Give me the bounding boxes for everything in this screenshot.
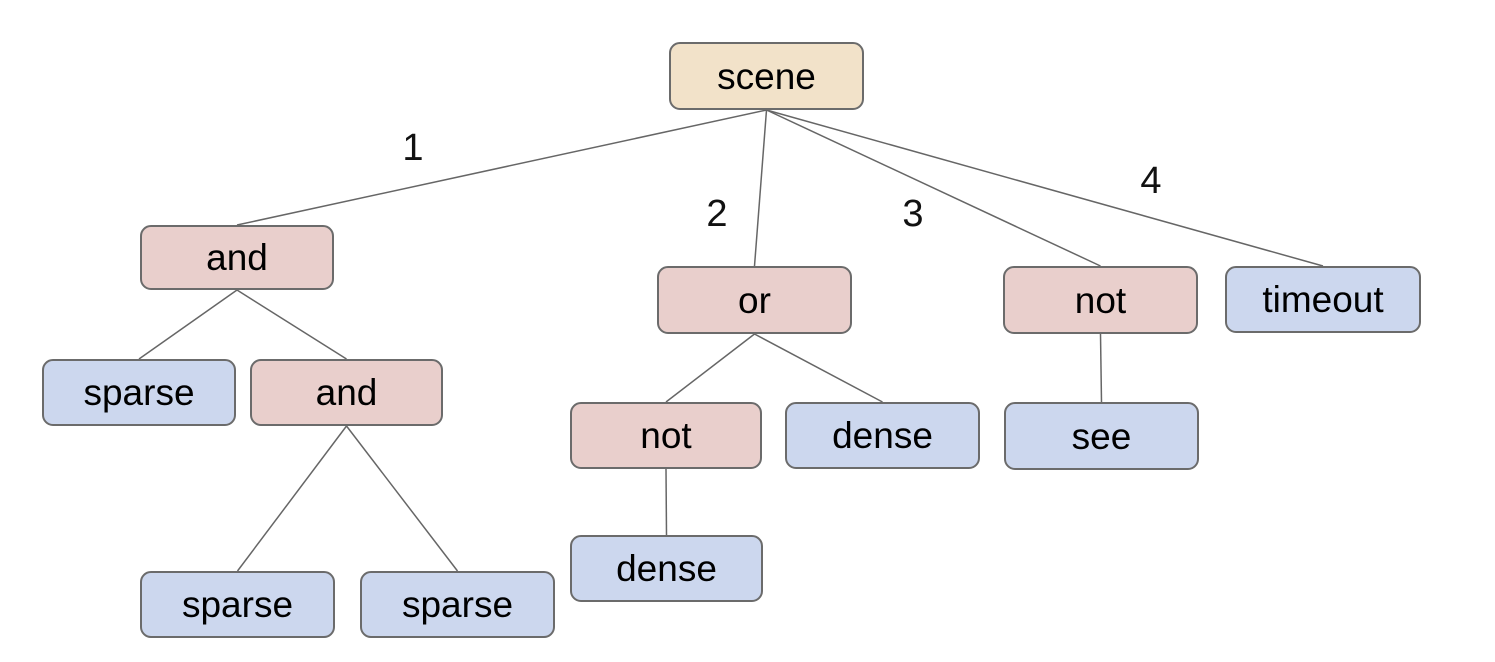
edge-label-2: 2: [706, 193, 728, 235]
edge-line-or-1-not-2: [665, 333, 755, 403]
edge-line-and-1-and-2: [236, 289, 347, 360]
node-and-1: and: [140, 225, 334, 290]
edge-line-scene-timeout: [766, 109, 1324, 267]
node-and-2: and: [250, 359, 443, 426]
edge-line-scene-and-1: [236, 109, 767, 226]
edge-line-or-1-dense-1: [754, 333, 883, 403]
edge-line-and-2-sparse-2: [236, 425, 348, 572]
edge-line-not-1-see: [1099, 333, 1103, 403]
edge-line-not-2-dense-2: [665, 468, 668, 536]
node-dense-2: dense: [570, 535, 763, 602]
node-not-2: not: [570, 402, 762, 469]
node-sparse-2: sparse: [140, 571, 335, 638]
node-sparse-3: sparse: [360, 571, 555, 638]
node-scene: scene: [669, 42, 864, 110]
node-see: see: [1004, 402, 1199, 470]
node-dense-1: dense: [785, 402, 980, 469]
edge-line-scene-not-1: [766, 109, 1101, 267]
node-not-1: not: [1003, 266, 1198, 334]
node-sparse-1: sparse: [42, 359, 236, 426]
node-timeout: timeout: [1225, 266, 1421, 333]
edge-line-and-1-sparse-1: [138, 289, 238, 360]
edge-line-scene-or-1: [753, 109, 768, 267]
edge-label-3: 3: [902, 193, 924, 235]
edge-label-4: 4: [1140, 160, 1162, 202]
edge-label-1: 1: [402, 127, 424, 169]
edge-line-and-2-sparse-3: [345, 425, 459, 572]
node-or-1: or: [657, 266, 852, 334]
